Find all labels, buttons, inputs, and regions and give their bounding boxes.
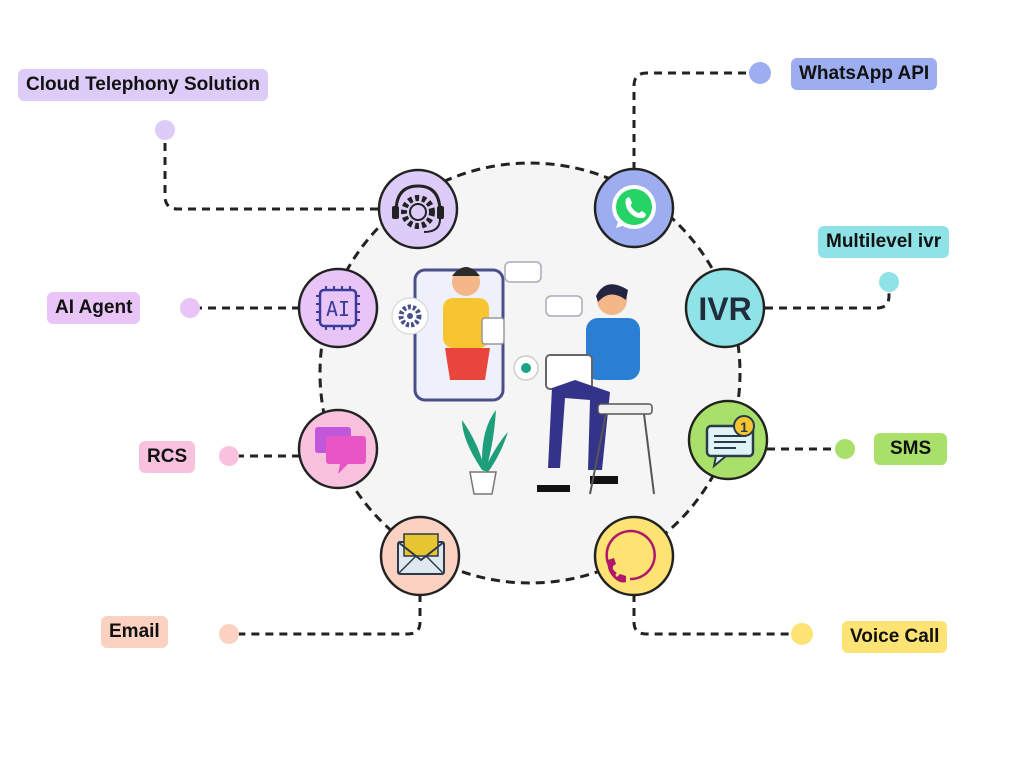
ivr-icon: IVR	[684, 267, 766, 349]
support-illustration	[391, 261, 655, 495]
label-email: Email	[101, 616, 168, 648]
label-sms: SMS	[874, 433, 948, 465]
label-ai-agent: AI Agent	[47, 292, 141, 324]
connector-lines	[163, 71, 891, 636]
sms-badge-text: 1	[740, 419, 748, 435]
envelope-icon	[379, 515, 461, 597]
cloud-dot	[155, 120, 175, 140]
ai-icon-text: AI	[326, 297, 350, 321]
email-dot	[219, 624, 239, 644]
phone-icon	[593, 515, 675, 597]
ai-dot	[180, 298, 200, 318]
ivr-dot	[879, 272, 899, 292]
label-whatsapp-api: WhatsApp API	[791, 58, 938, 90]
chat-bubbles-icon	[297, 408, 379, 490]
label-multilevel-ivr: Multilevel ivr	[818, 226, 950, 258]
whatsapp-icon	[593, 167, 675, 249]
ivr-icon-text: IVR	[698, 291, 751, 327]
voice-dot	[791, 623, 813, 645]
rcs-dot	[219, 446, 239, 466]
sms-dot	[835, 439, 855, 459]
headset-gear-icon	[377, 168, 459, 250]
label-rcs: RCS	[139, 441, 196, 473]
whatsapp-dot	[749, 62, 771, 84]
label-voice-call: Voice Call	[842, 621, 948, 653]
sms-notification-icon: 1	[687, 399, 769, 481]
ai-chip-icon: AI	[297, 267, 379, 349]
label-cloud-telephony: Cloud Telephony Solution	[18, 69, 268, 101]
